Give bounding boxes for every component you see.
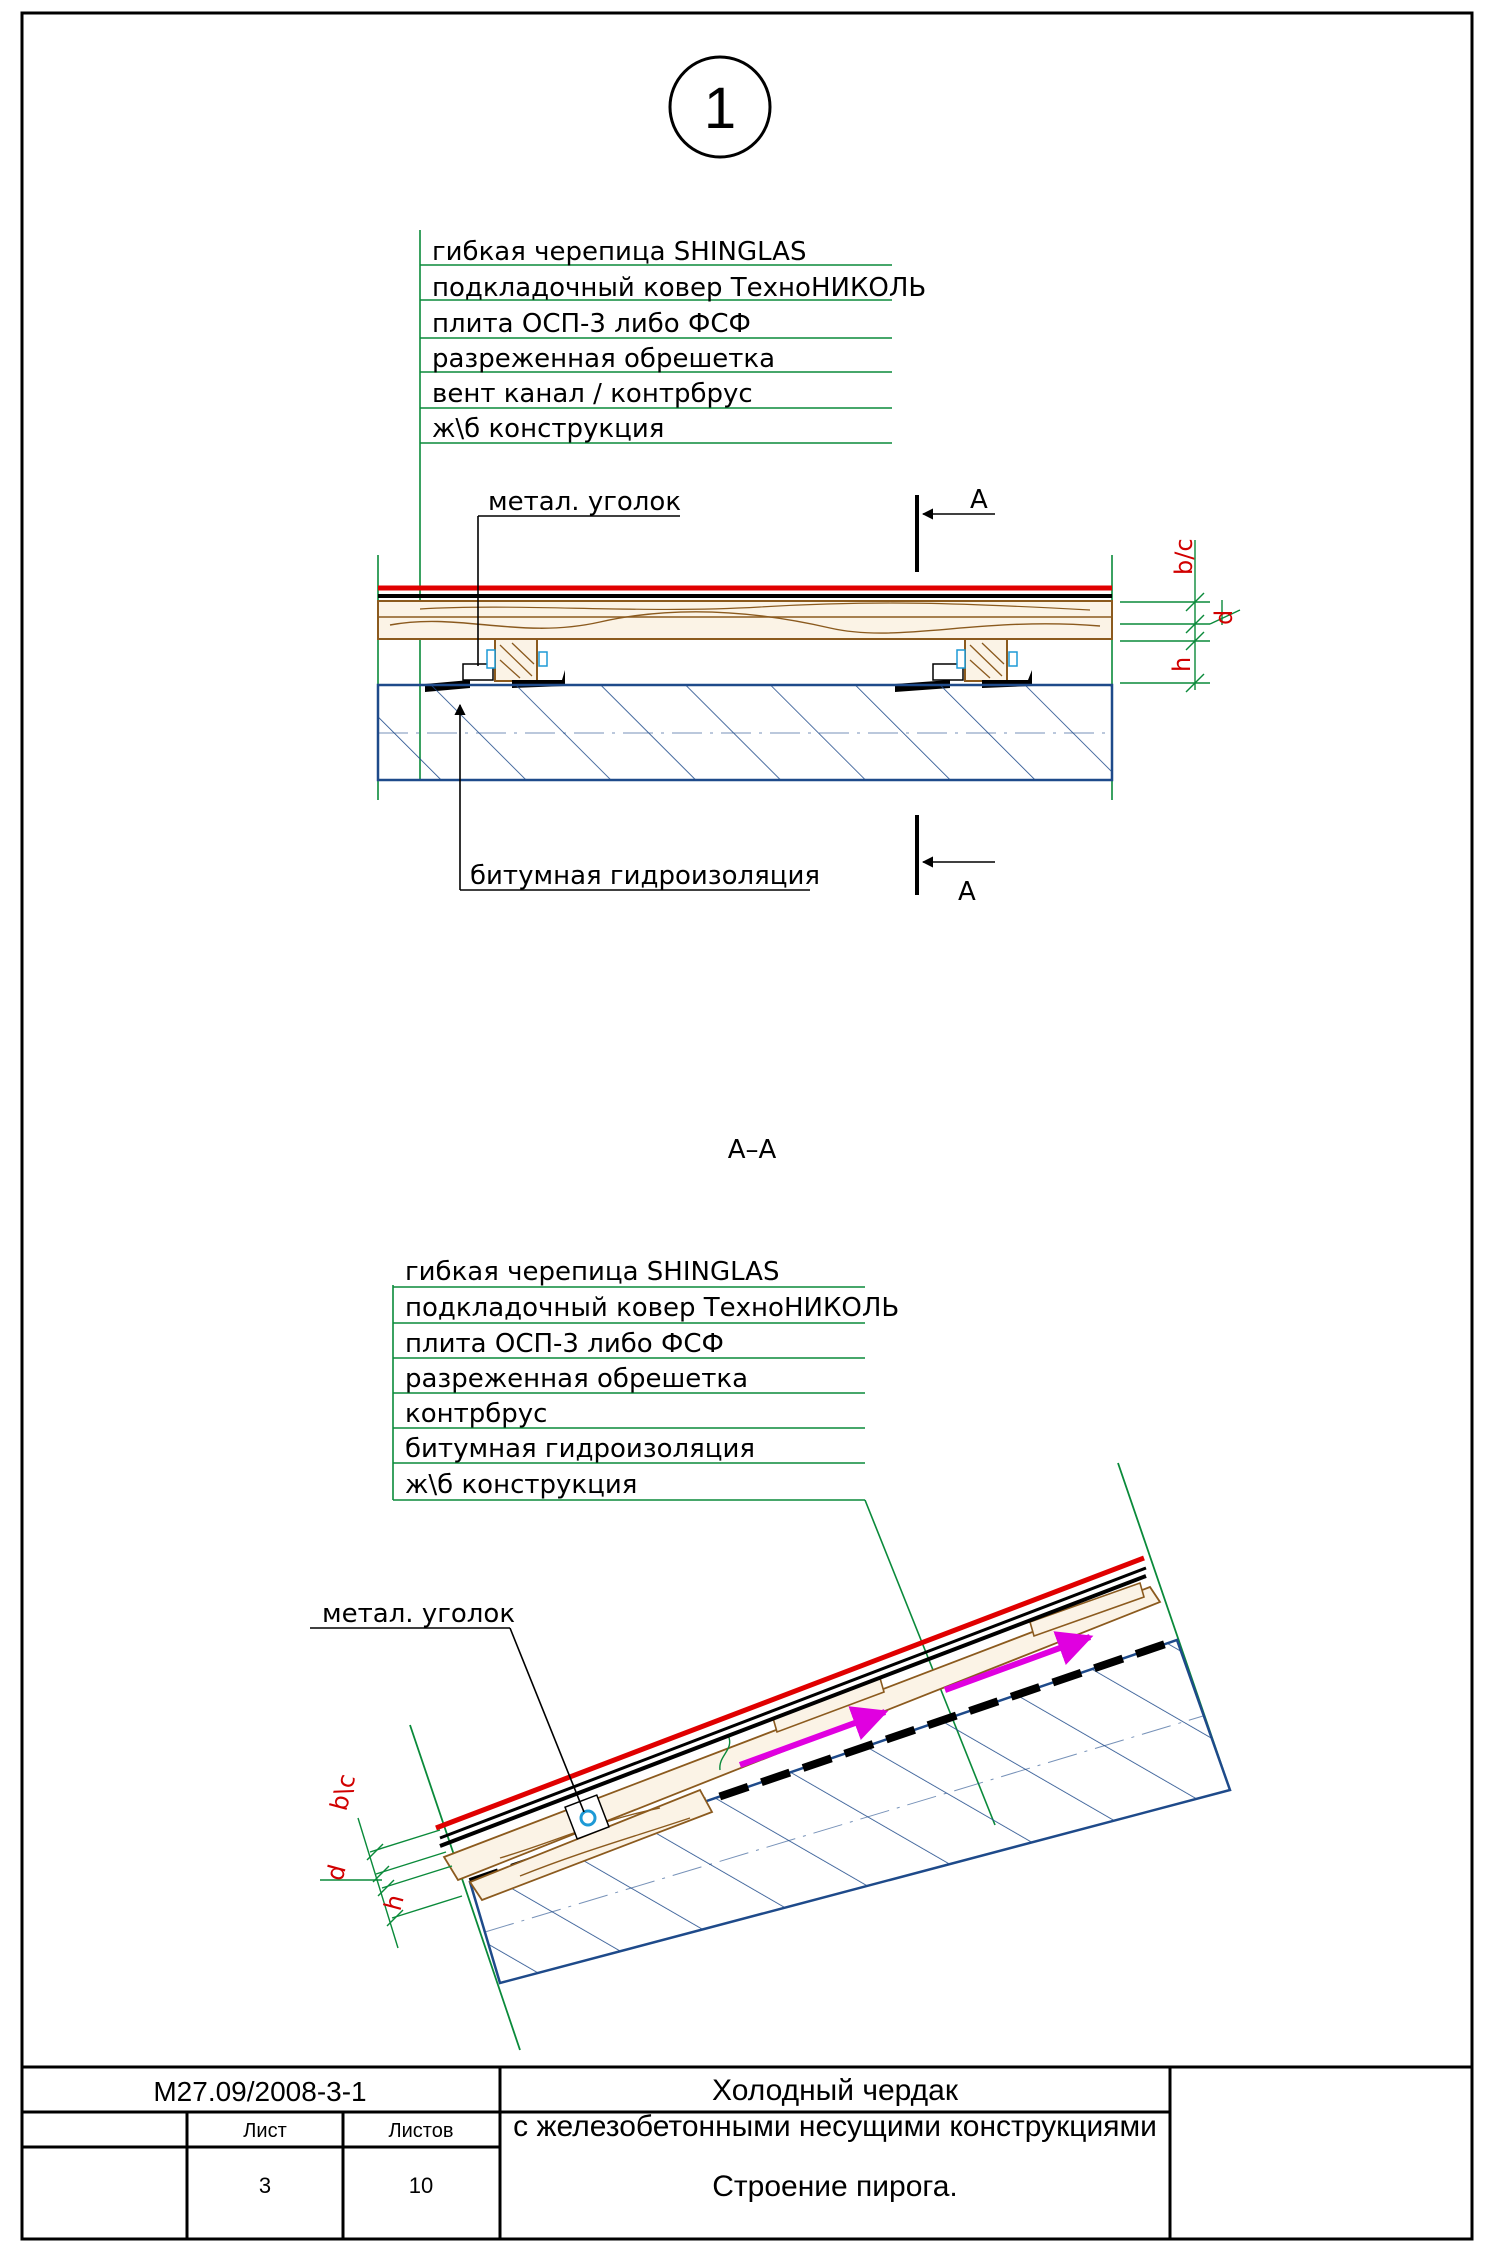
dim-bottom-bc: b\c — [325, 1771, 361, 1814]
bottom-layer-legend: гибкая черепица SHINGLAS подкладочный ко… — [392, 1257, 996, 1826]
title-line-2: с железобетонными несущими конструкциями — [513, 2110, 1157, 2143]
airflow-arrow-1 — [738, 1706, 889, 1768]
section-title: А–А — [728, 1135, 777, 1165]
subtitle: Строение пирога. — [712, 2170, 957, 2203]
airflow-arrow-2 — [943, 1631, 1094, 1693]
top-metal-angle-label: метал. уголок — [488, 487, 681, 517]
section-cut-bottom: А — [915, 815, 995, 907]
bottom-batten-2 — [1029, 1581, 1145, 1638]
top-layer-legend: гибкая черепица SHINGLAS подкладочный ко… — [419, 230, 926, 780]
bottom-layer-5: контрбрус — [405, 1399, 547, 1429]
title-block — [22, 2065, 1472, 2239]
dim-bottom-h: h — [379, 1892, 410, 1914]
bottom-shingle-layer — [435, 1555, 1145, 1831]
bottom-layer-7: ж\б конструкция — [405, 1470, 637, 1500]
sheet-number: 3 — [259, 2173, 271, 2198]
sheet-label: Лист — [243, 2120, 286, 2142]
dim-bottom-d: d — [321, 1862, 352, 1884]
bottom-layer-3: плита ОСП-3 либо ФСФ — [405, 1329, 724, 1359]
bottom-metal-angle-label: метал. уголок — [322, 1599, 515, 1629]
top-bitumen-label: битумная гидроизоляция — [470, 861, 820, 891]
view-number-marker: 1 — [668, 55, 772, 159]
dim-top-d: d — [1210, 610, 1238, 625]
bottom-bitumen-layer — [468, 1636, 1179, 1886]
top-roof-section — [376, 555, 1114, 800]
drawing-code: М27.09/2008-3-1 — [153, 2076, 366, 2107]
top-layer-4: разреженная обрешетка — [432, 344, 775, 374]
bottom-underlay-layer — [439, 1574, 1147, 1848]
top-osb-board — [377, 600, 1113, 640]
bottom-layer-2: подкладочный ковер ТехноНИКОЛЬ — [405, 1293, 899, 1323]
bottom-layer-6: битумная гидроизоляция — [405, 1434, 755, 1464]
top-layer-6: ж\б конструкция — [432, 414, 664, 444]
bottom-layer-1: гибкая черепица SHINGLAS — [405, 1257, 779, 1287]
bottom-callout-metal-angle: метал. уголок — [310, 1599, 585, 1813]
top-layer-3: плита ОСП-3 либо ФСФ — [432, 309, 751, 339]
sheets-total: 10 — [409, 2173, 433, 2198]
bottom-roof-section — [409, 1462, 1232, 2051]
top-layer-5: вент канал / контрбрус — [432, 379, 753, 409]
dim-top-bc: b/c — [1170, 538, 1198, 575]
bottom-osb-board — [442, 1585, 1162, 1882]
top-layer-1: гибкая черепица SHINGLAS — [432, 237, 806, 267]
view-number: 1 — [704, 76, 736, 141]
sheet-frame — [20, 11, 1474, 2241]
section-cut-top-letter: А — [970, 485, 988, 515]
top-layer-2: подкладочный ковер ТехноНИКОЛЬ — [432, 273, 926, 303]
bottom-layer-4: разреженная обрешетка — [405, 1364, 748, 1394]
top-callout-bitumen: битумная гидроизоляция — [454, 703, 820, 891]
dim-top-h: h — [1168, 657, 1196, 672]
sheets-label: Листов — [389, 2120, 454, 2142]
section-cut-bottom-letter: А — [958, 877, 976, 907]
bottom-dimensions: b\c d h — [320, 1771, 463, 1949]
top-dimensions: b/c d h — [1120, 538, 1241, 693]
top-callout-metal-angle: метал. уголок — [477, 487, 681, 666]
title-line-1: Холодный чердак — [712, 2074, 959, 2107]
section-cut-top: А — [915, 485, 995, 572]
